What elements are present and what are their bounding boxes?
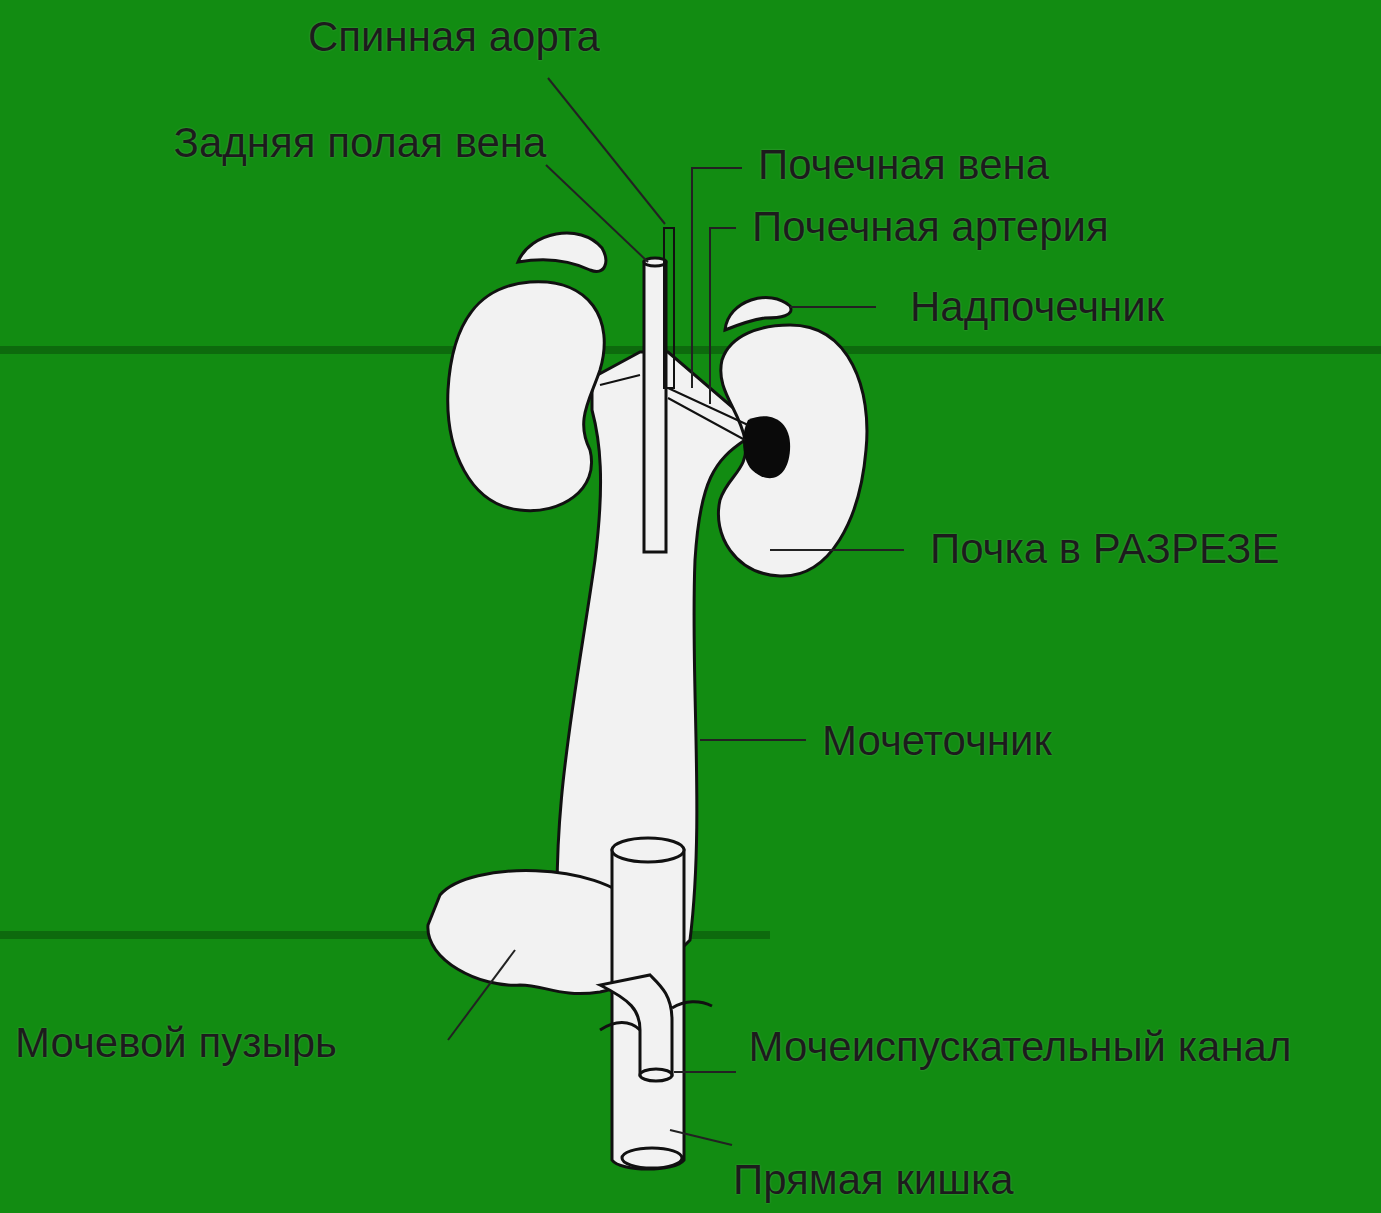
leader-line <box>448 950 515 1040</box>
leader-line <box>670 1130 732 1145</box>
part-label: Мочеиспускательный канал <box>730 1022 1310 1072</box>
right-kidney-section <box>718 325 867 576</box>
part-label: Спинная аорта <box>308 12 600 62</box>
leader-line <box>790 306 876 308</box>
leader-line <box>674 1071 736 1073</box>
aorta <box>664 228 674 388</box>
urethra-opening <box>640 1069 672 1081</box>
rectum-opening <box>612 838 684 862</box>
part-label: Надпочечник <box>910 282 1164 332</box>
renal-pelvis <box>743 416 790 478</box>
left-kidney <box>448 282 604 511</box>
leader-line <box>548 78 665 224</box>
right-adrenal <box>725 298 791 330</box>
part-label: Почечная артерия <box>752 202 1109 252</box>
leader-line <box>692 168 742 388</box>
left-adrenal <box>518 233 606 271</box>
part-label: Мочеточник <box>822 716 1052 766</box>
rectum-opening <box>622 1148 682 1168</box>
leader-line <box>710 228 736 404</box>
part-label: Мочевой пузырь <box>15 1018 337 1068</box>
ducts <box>600 1002 712 1030</box>
leader-line <box>700 739 806 741</box>
part-label: Почечная вена <box>758 140 1049 190</box>
vena-cava <box>644 262 666 552</box>
part-label: Почка в РАЗРЕЗЕ <box>930 524 1279 574</box>
leader-line <box>546 165 648 262</box>
renal-vessels <box>600 375 748 440</box>
part-label: Прямая кишка <box>733 1155 1014 1205</box>
band-stripe <box>0 346 1381 354</box>
leader-line <box>770 549 904 551</box>
part-label: Задняя полая вена <box>170 118 550 168</box>
